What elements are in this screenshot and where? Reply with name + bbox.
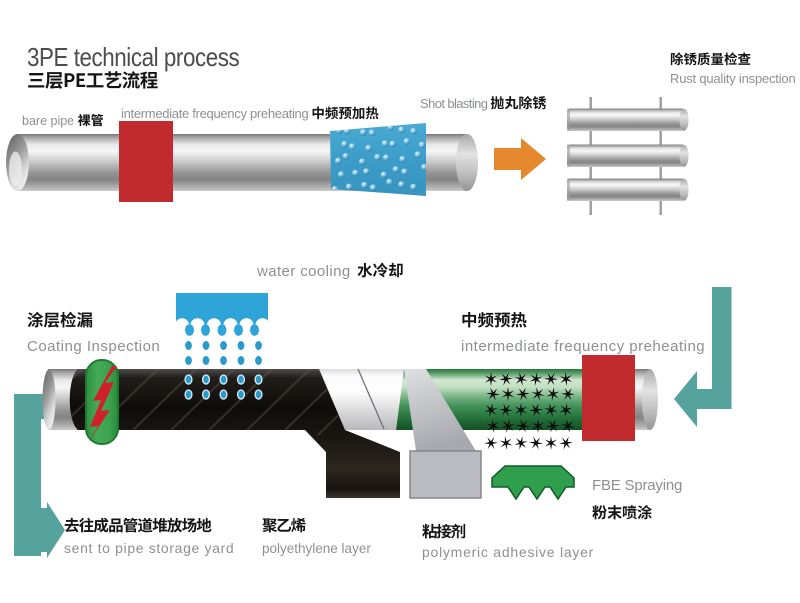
label-fbe-spraying-en: FBE Spraying [592,477,683,494]
cooler-drips [185,324,259,336]
label-storage-yard-en: sent to pipe storage yard [64,539,235,556]
label-preheat-2-zh: 中频预热 [461,307,527,331]
label-shot-blasting: Shot blasting 抛丸除锈 [420,95,546,112]
label-adhesive-en: polymeric adhesive layer [422,543,595,560]
flow-arrow-left-icon [674,287,732,427]
label-polyethylene-zh: 聚乙烯 [262,514,306,536]
rack-pipe-2 [567,144,689,167]
label-fbe-spraying-zh: 粉末喷涂 [592,501,652,524]
label-preheat-2-en: intermediate frequency preheating [461,337,706,355]
holiday-detector [85,359,119,445]
adhesive-flap [404,369,482,499]
label-rust-inspection-zh: 除锈质量检查 [670,48,751,68]
label-preheat-2: 中频预热 intermediate frequency preheating [461,310,705,355]
label-coating-inspection: 涂层检漏 Coating Inspection [27,310,160,355]
label-bare-pipe-en: bare pipe [22,114,75,128]
water-droplets [184,341,263,400]
label-polyethylene-en: polyethylene layer [262,540,371,556]
flow-arrow-down-icon [14,394,65,558]
shot-blasting-panel [330,123,426,196]
label-water-cooling-zh: 水冷却 [357,259,404,281]
label-water-cooling-en: water cooling [257,263,351,280]
inspection-rack-pipes [567,108,689,201]
pe-black-section [69,369,400,498]
label-coating-inspection-en: Coating Inspection [27,337,161,355]
label-rust-inspection-en: Rust quality inspection [670,70,796,86]
label-polyethylene: 聚乙烯 polyethylene layer [262,514,371,556]
label-coating-inspection-zh: 涂层检漏 [27,307,93,331]
stage1-group [6,97,689,215]
page-title: 3PE technical process [27,42,240,72]
adhesive-white-band [319,369,404,430]
induction-heater-2 [582,355,635,441]
rack-pipe-3 [567,178,689,201]
flow-arrow-right-icon [494,138,546,180]
stage2-group [14,287,732,558]
rack-pipe-1 [567,108,689,131]
label-shot-blasting-en: Shot blasting [420,96,488,111]
label-preheat-1-zh: 中频预加热 [311,102,379,122]
label-storage-yard-zh: 去往成品管道堆放场地 [64,514,212,536]
fbe-spray-nozzle [491,465,575,501]
label-water-cooling: water cooling 水冷却 [257,259,404,281]
label-bare-pipe: bare pipe 裸管 [22,110,104,129]
label-preheat-1-en: intermediate frequency preheating [121,106,309,121]
label-storage-yard: 去往成品管道堆放场地 sent to pipe storage yard [64,514,235,556]
label-adhesive-zh: 粘接剂 [422,520,466,542]
label-shot-blasting-zh: 抛丸除锈 [490,93,547,113]
label-rust-inspection: 除锈质量检查 Rust quality inspection [670,48,796,86]
label-fbe-spraying: FBE Spraying 粉末喷涂 [592,477,682,522]
lightning-icon [88,366,117,443]
induction-heater-1 [119,121,173,202]
shot-blasting-beads [331,124,426,193]
water-cooler [174,293,270,400]
page-title-zh: 三层PE工艺流程 [27,67,158,93]
label-bare-pipe-zh: 裸管 [77,110,104,129]
